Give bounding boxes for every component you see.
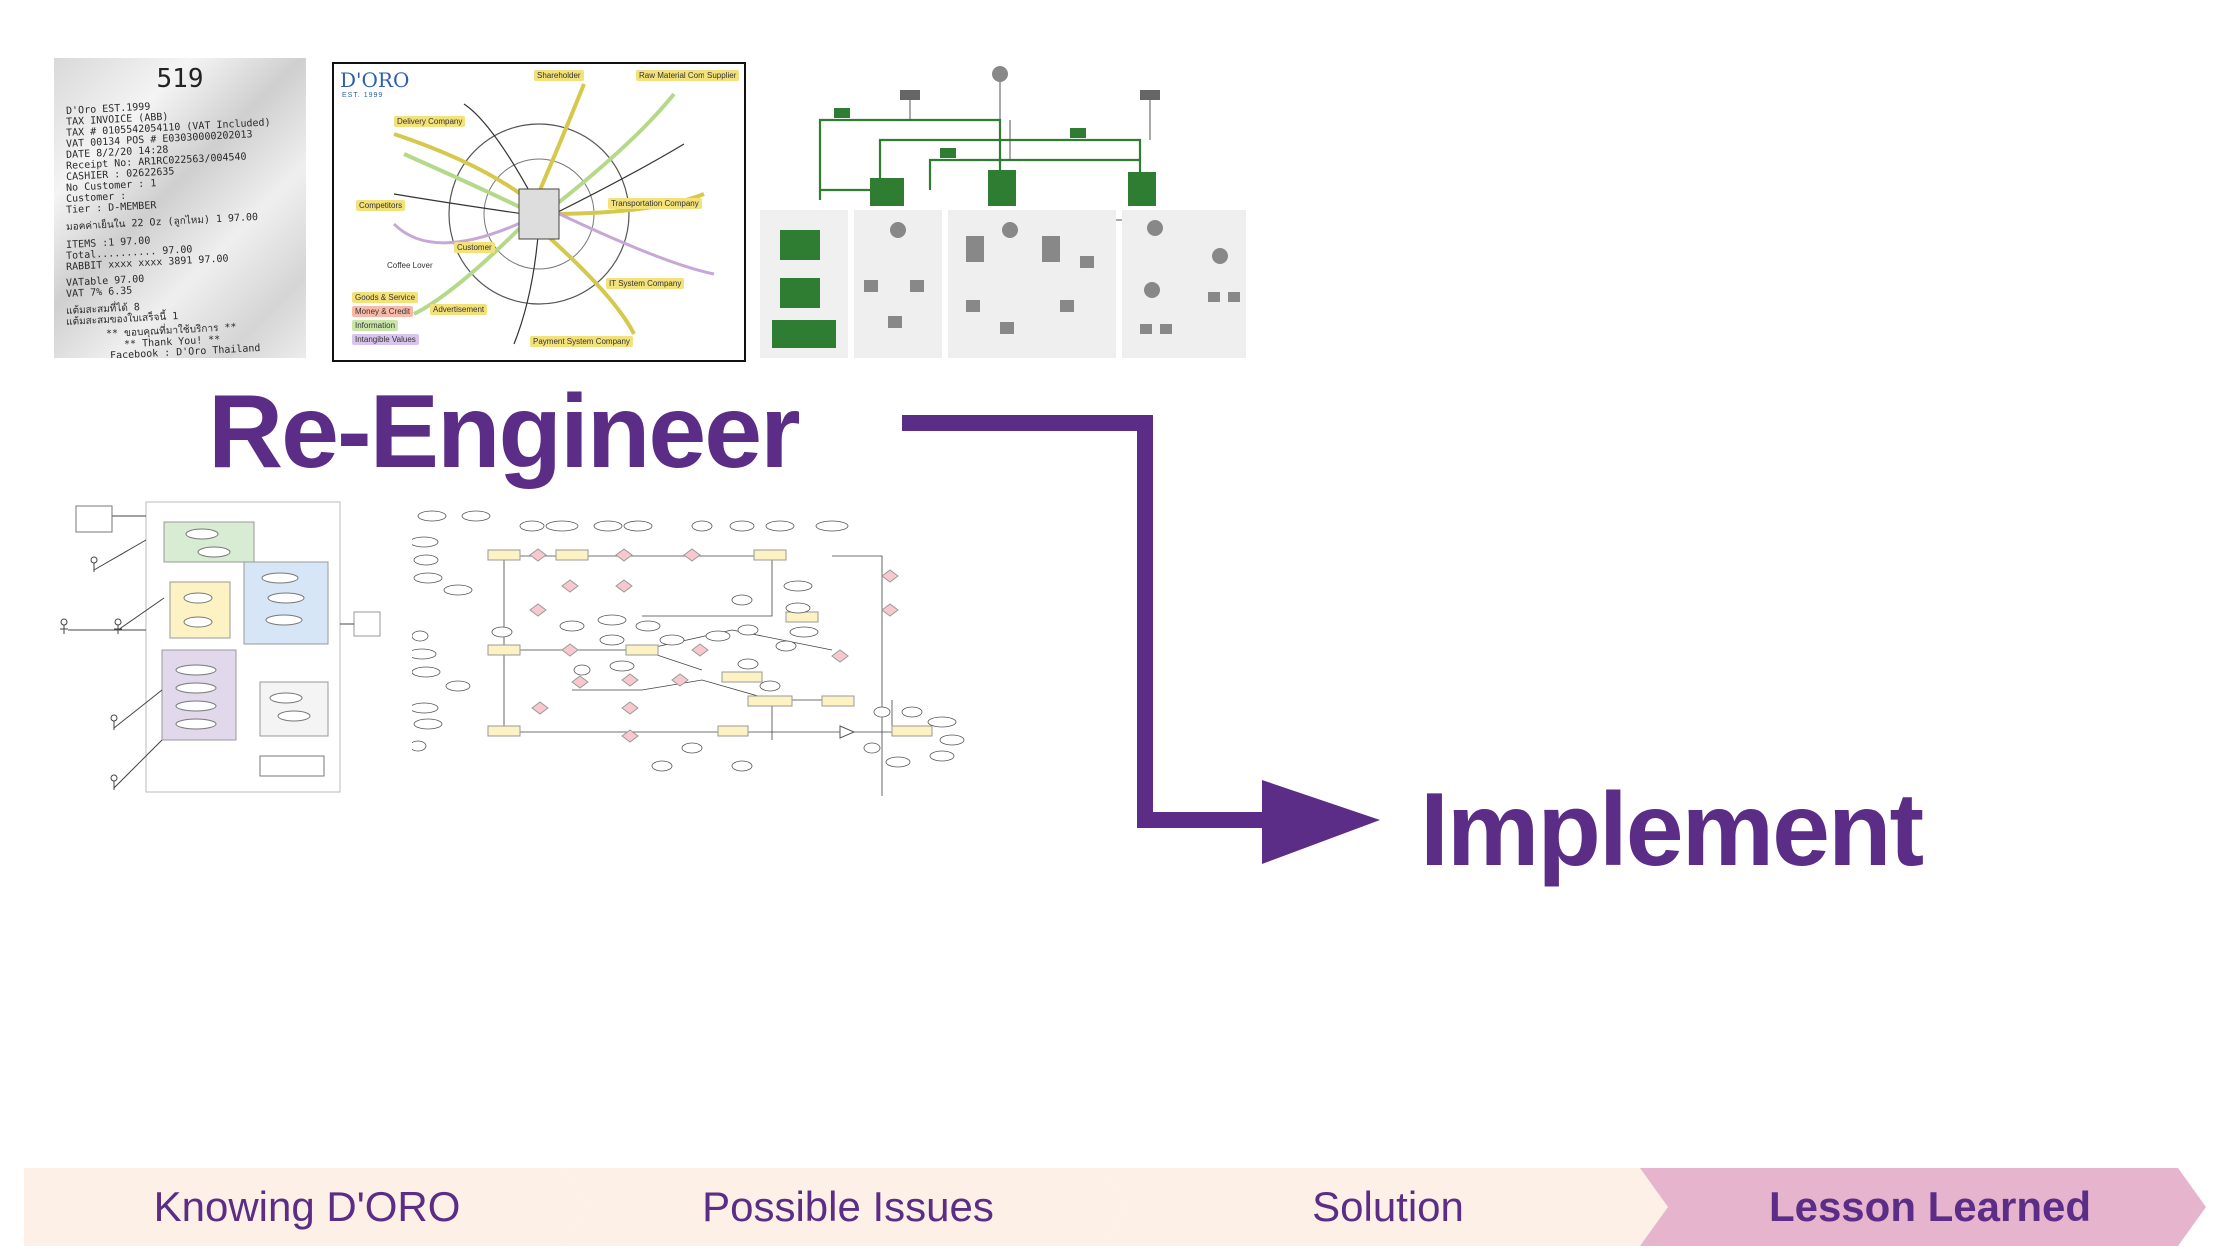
brand-logo: D'ORO bbox=[340, 68, 410, 92]
diagram-tag: Competitors bbox=[356, 200, 406, 211]
use-case-diagram-image bbox=[60, 501, 381, 793]
head-office-zone bbox=[948, 210, 1116, 358]
progress-bar bbox=[24, 1168, 2206, 1246]
raw-material-icon bbox=[772, 320, 836, 348]
diagram-tag: Delivery Company bbox=[394, 116, 466, 127]
firewall-icon bbox=[900, 90, 920, 100]
warehouse-icon bbox=[870, 178, 904, 206]
diagram-tag: Supplier bbox=[704, 70, 740, 81]
diagram-tag: Advertisement bbox=[430, 304, 488, 315]
legend-tag: Money & Credit bbox=[352, 306, 414, 317]
step-chevron-solution[interactable] bbox=[1100, 1168, 1668, 1246]
office-building-icon bbox=[988, 170, 1016, 206]
network-diagram-image bbox=[760, 66, 1246, 358]
truck-icon bbox=[940, 148, 956, 158]
step-lesson-learned[interactable]: Lesson Learned bbox=[1768, 1183, 2092, 1230]
legend-tag: Information bbox=[352, 320, 399, 331]
diagram-tag: Shareholder bbox=[534, 70, 584, 81]
diagram-tag: Transportation Company bbox=[608, 198, 702, 209]
regional-store-zone bbox=[1122, 210, 1246, 358]
diagram-tag: IT System Company bbox=[606, 278, 685, 289]
er-diagram-image bbox=[412, 510, 965, 796]
receipt-image: 519 D'Oro EST.1999 TAX INVOICE (ABB) TAX… bbox=[54, 58, 306, 358]
truck-icon bbox=[834, 108, 850, 118]
step-chevron-issues[interactable] bbox=[562, 1168, 1128, 1246]
step-chevron-knowing[interactable] bbox=[24, 1168, 588, 1246]
receipt-number: 519 bbox=[156, 64, 204, 94]
step-chevron-lesson[interactable] bbox=[1640, 1168, 2206, 1246]
cloud-icon bbox=[992, 66, 1008, 82]
legend-tag: Goods & Service bbox=[352, 292, 419, 303]
arrowhead bbox=[1262, 780, 1380, 864]
use-case-group bbox=[259, 681, 329, 737]
truck-icon bbox=[1070, 128, 1086, 138]
use-case-group bbox=[169, 581, 231, 639]
step-possible-issues[interactable]: Possible Issues bbox=[702, 1183, 994, 1230]
reengineer-heading: Re-Engineer bbox=[208, 374, 801, 490]
implement-heading: Implement bbox=[1420, 772, 1924, 888]
step-solution[interactable]: Solution bbox=[1312, 1183, 1464, 1230]
factory-icon bbox=[780, 278, 820, 308]
business-map-arrows bbox=[392, 83, 715, 345]
diagram-tag: Coffee Lover bbox=[384, 260, 436, 271]
brand-subtitle: EST. 1999 bbox=[342, 92, 384, 99]
step-knowing-doro[interactable]: Knowing D'ORO bbox=[153, 1183, 461, 1230]
diagram-tag: Raw Material Company bbox=[636, 70, 726, 81]
diagram-tag: Payment System Company bbox=[530, 336, 633, 347]
firewall-icon bbox=[1140, 90, 1160, 100]
external-system bbox=[353, 611, 381, 637]
business-map-image: D'ORO EST. 1999 Delivery Company Shareho… bbox=[332, 62, 746, 362]
legend-tag: Intangible Values bbox=[352, 334, 419, 345]
store-icon bbox=[1128, 172, 1156, 206]
diagram-tag: Customer bbox=[454, 242, 495, 253]
factory-icon bbox=[780, 230, 820, 260]
